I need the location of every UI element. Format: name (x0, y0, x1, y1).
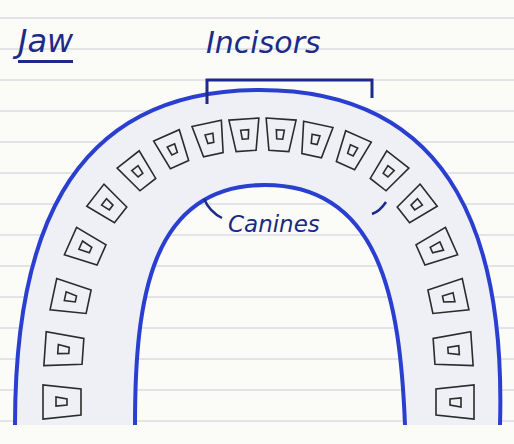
canines-leader-right (372, 202, 386, 214)
canines-label: Canines (228, 212, 320, 237)
teeth (43, 118, 474, 419)
jaw-band (15, 90, 500, 425)
title-heading: Jaw (18, 24, 73, 63)
jaw-outer (15, 90, 500, 425)
incisors-label: Incisors (206, 26, 321, 59)
incisors-bracket (207, 80, 372, 104)
jaw-inner (135, 185, 405, 425)
canines-leader-left (204, 199, 222, 218)
